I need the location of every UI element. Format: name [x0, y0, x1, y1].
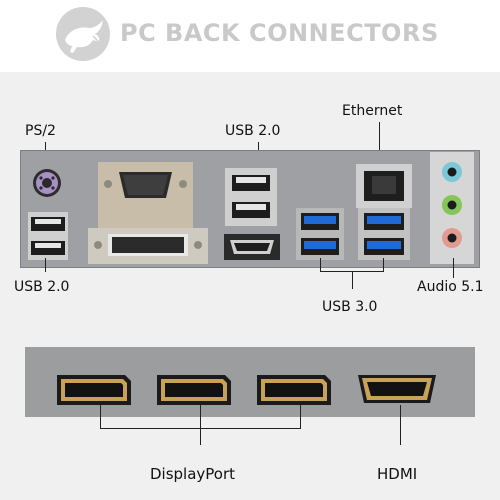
dvi-port-icon: [88, 228, 208, 264]
hdmi-small-port-icon: [224, 234, 280, 260]
usb30-middle-ports-icon: [296, 208, 344, 260]
ps2-label: PS/2: [25, 123, 56, 139]
audio-leader: [453, 258, 454, 278]
usb20-left-label: USB 2.0: [14, 279, 70, 295]
ethernet-port-icon: [356, 164, 412, 208]
displayport-label: DisplayPort: [150, 465, 236, 483]
io-back-panel: [20, 150, 480, 268]
audio-jacks-icon: [430, 152, 474, 264]
dinosaur-logo-icon: [56, 7, 110, 61]
displayport-3-icon: [257, 375, 331, 405]
dp-bracket-mid: [200, 405, 201, 445]
page-title: PC BACK CONNECTORS: [120, 19, 439, 47]
ethernet-label: Ethernet: [342, 103, 403, 119]
displayport-2-icon: [157, 375, 231, 405]
io-panel-graphic: [28, 152, 474, 264]
usb20-left-leader: [45, 258, 46, 272]
dp-bracket-left: [100, 405, 101, 429]
ps2-port-icon: [33, 169, 61, 197]
usb20-top-label: USB 2.0: [225, 123, 281, 139]
vga-port-icon: [98, 162, 193, 234]
usb20-top-ports-icon: [225, 168, 277, 226]
usb30-label: USB 3.0: [322, 299, 378, 315]
dp-bracket-bar: [100, 428, 301, 429]
audio-label: Audio 5.1: [417, 279, 484, 295]
hdmi-leader: [400, 405, 401, 445]
displayport-1-icon: [57, 375, 131, 405]
usb30-right-ports-icon: [358, 208, 410, 260]
usb30-bracket-left: [320, 258, 321, 272]
usb30-bracket-right: [383, 258, 384, 272]
hdmi-port-icon: [358, 375, 436, 403]
display-outputs-graphic: [57, 375, 436, 405]
header: PC BACK CONNECTORS: [0, 0, 500, 72]
usb20-left-ports-icon: [28, 212, 68, 260]
ethernet-leader: [379, 122, 380, 166]
dp-bracket-right: [300, 405, 301, 429]
usb30-bracket-stem: [352, 271, 353, 289]
display-outputs-panel: [25, 347, 475, 417]
hdmi-label: HDMI: [377, 465, 418, 483]
